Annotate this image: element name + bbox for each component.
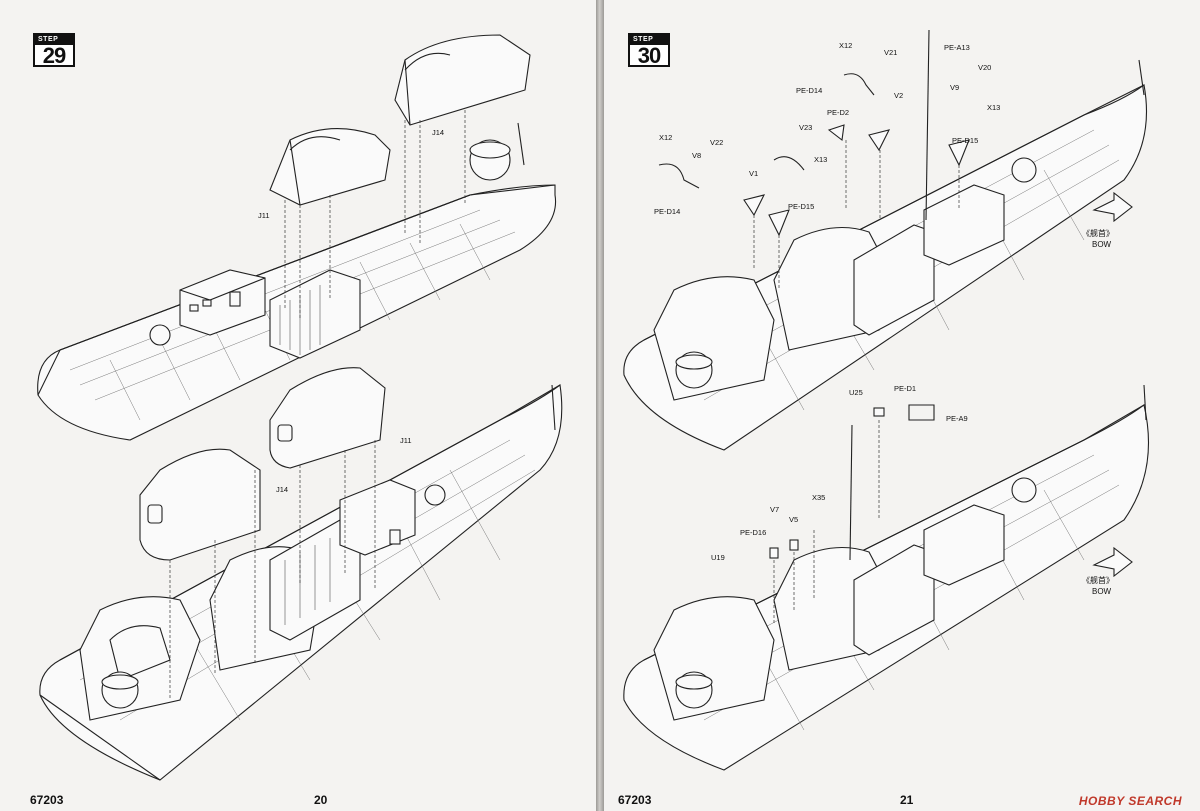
watermark: HOBBY SEARCH — [1078, 794, 1182, 808]
right-page: STEP 30 — [604, 0, 1200, 811]
part-label: X13 — [987, 103, 1000, 112]
torpedo-cover-4 — [269, 367, 386, 469]
part-label: X35 — [812, 493, 825, 502]
page-number: 21 — [900, 793, 914, 807]
bow-label-en: BOW — [1092, 587, 1112, 596]
part-label: U25 — [849, 388, 863, 397]
page-number: 20 — [314, 793, 328, 807]
part-label: J11 — [258, 211, 270, 220]
part-label: J14 — [432, 128, 444, 137]
part-label: V7 — [770, 505, 779, 514]
bow-arrow-top — [1092, 191, 1133, 223]
part-label: X13 — [814, 155, 827, 164]
step-badge: STEP 29 — [33, 33, 75, 68]
part-label: PE-D14 — [654, 207, 680, 216]
part-label: PE-D15 — [788, 202, 814, 211]
bow-label-en: BOW — [1092, 240, 1112, 249]
left-page: STEP 29 — [0, 0, 596, 811]
part-label: V1 — [749, 169, 758, 178]
part-label: U19 — [711, 553, 725, 562]
part-label: V21 — [884, 48, 897, 57]
footer-code: 67203 — [618, 793, 652, 807]
step-number: 30 — [637, 43, 661, 68]
part-label: PE-A13 — [944, 43, 970, 52]
part-label: PE-A9 — [946, 414, 968, 423]
part-label: V23 — [799, 123, 812, 132]
part-label: V8 — [692, 151, 701, 160]
part-label: X12 — [839, 41, 852, 50]
part-label: PE-D15 — [952, 136, 978, 145]
part-label: V22 — [710, 138, 723, 147]
step-badge: STEP 30 — [628, 33, 670, 68]
step-label: STEP — [35, 35, 73, 45]
part-label: V20 — [978, 63, 991, 72]
torpedo-cover-1 — [269, 128, 391, 206]
footer-code: 67203 — [30, 793, 64, 807]
part-label: PE-D2 — [827, 108, 849, 117]
step-number: 29 — [42, 43, 66, 68]
part-label: PE-D14 — [796, 86, 822, 95]
part-label: V2 — [894, 91, 903, 100]
bow-label-cn: 《舰首》 — [1082, 575, 1114, 585]
torpedo-cover-3 — [139, 448, 261, 561]
part-label: J11 — [400, 436, 412, 445]
part-label: V9 — [950, 83, 959, 92]
step-29-diagram: J14 J11 J11 J14 — [37, 34, 563, 781]
bow-arrow-bottom — [1092, 546, 1133, 578]
part-label: X12 — [659, 133, 672, 142]
step-30-diagram: X12 V21 PE-A13 V20 PE-D14 V2 V9 PE-D2 X1… — [623, 29, 1149, 771]
part-label: J14 — [276, 485, 288, 494]
step-label: STEP — [630, 35, 668, 45]
part-label: V5 — [789, 515, 798, 524]
part-label: PE-D1 — [894, 384, 916, 393]
bow-label-cn: 《舰首》 — [1082, 228, 1114, 238]
torpedo-cover-2 — [394, 34, 531, 126]
part-label: PE-D16 — [740, 528, 766, 537]
book-spine — [596, 0, 604, 811]
